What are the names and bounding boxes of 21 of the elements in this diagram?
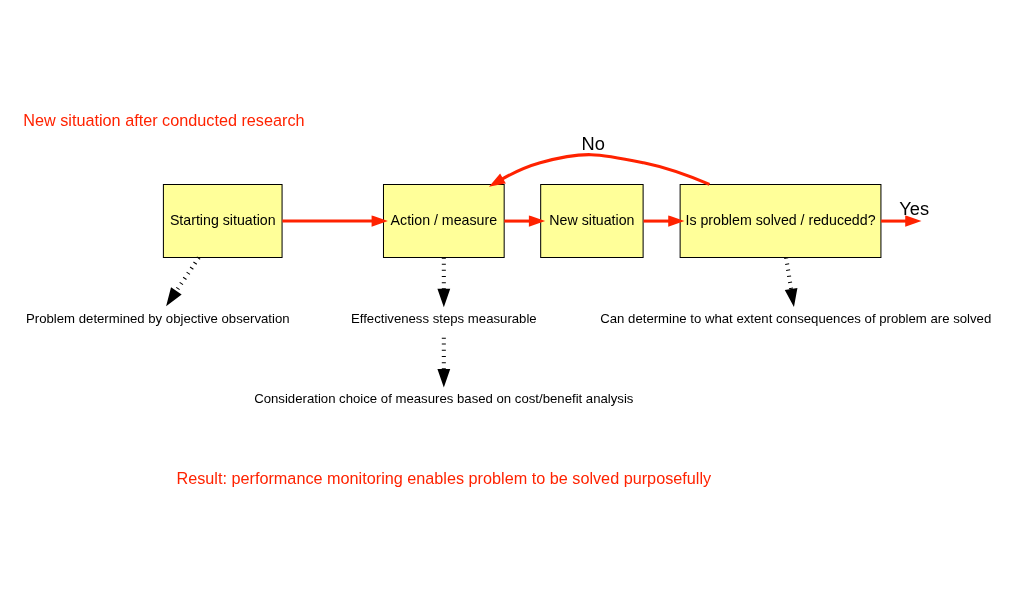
node-box: New situation [540, 184, 644, 259]
node-box: Action / measure [382, 184, 505, 259]
node-box: Is problem solved / reducedd? [679, 184, 882, 259]
node-text: Effectiveness steps measurable [350, 310, 537, 326]
edge-label: Yes [899, 198, 930, 220]
arrow [437, 337, 451, 388]
arrow [437, 257, 451, 308]
node-box: Starting situation [162, 184, 283, 259]
arrow [282, 215, 388, 227]
arrow [784, 257, 798, 308]
arrow [643, 215, 685, 227]
arrow [488, 153, 711, 187]
diagram-title: New situation after conducted research [23, 111, 305, 130]
arrow [166, 256, 201, 307]
caption: Result: performance monitoring enables problem to be solved purposefully [176, 468, 712, 487]
node-text: Problem determined by objective observation [26, 310, 290, 326]
node-text: Consideration choice of measures based on cost/benefit analysis [254, 391, 634, 407]
edge-label: No [581, 133, 605, 155]
arrow [504, 215, 546, 227]
node-text: Can determine to what extent consequences of problem are solved [600, 310, 992, 326]
arrow [881, 215, 922, 227]
